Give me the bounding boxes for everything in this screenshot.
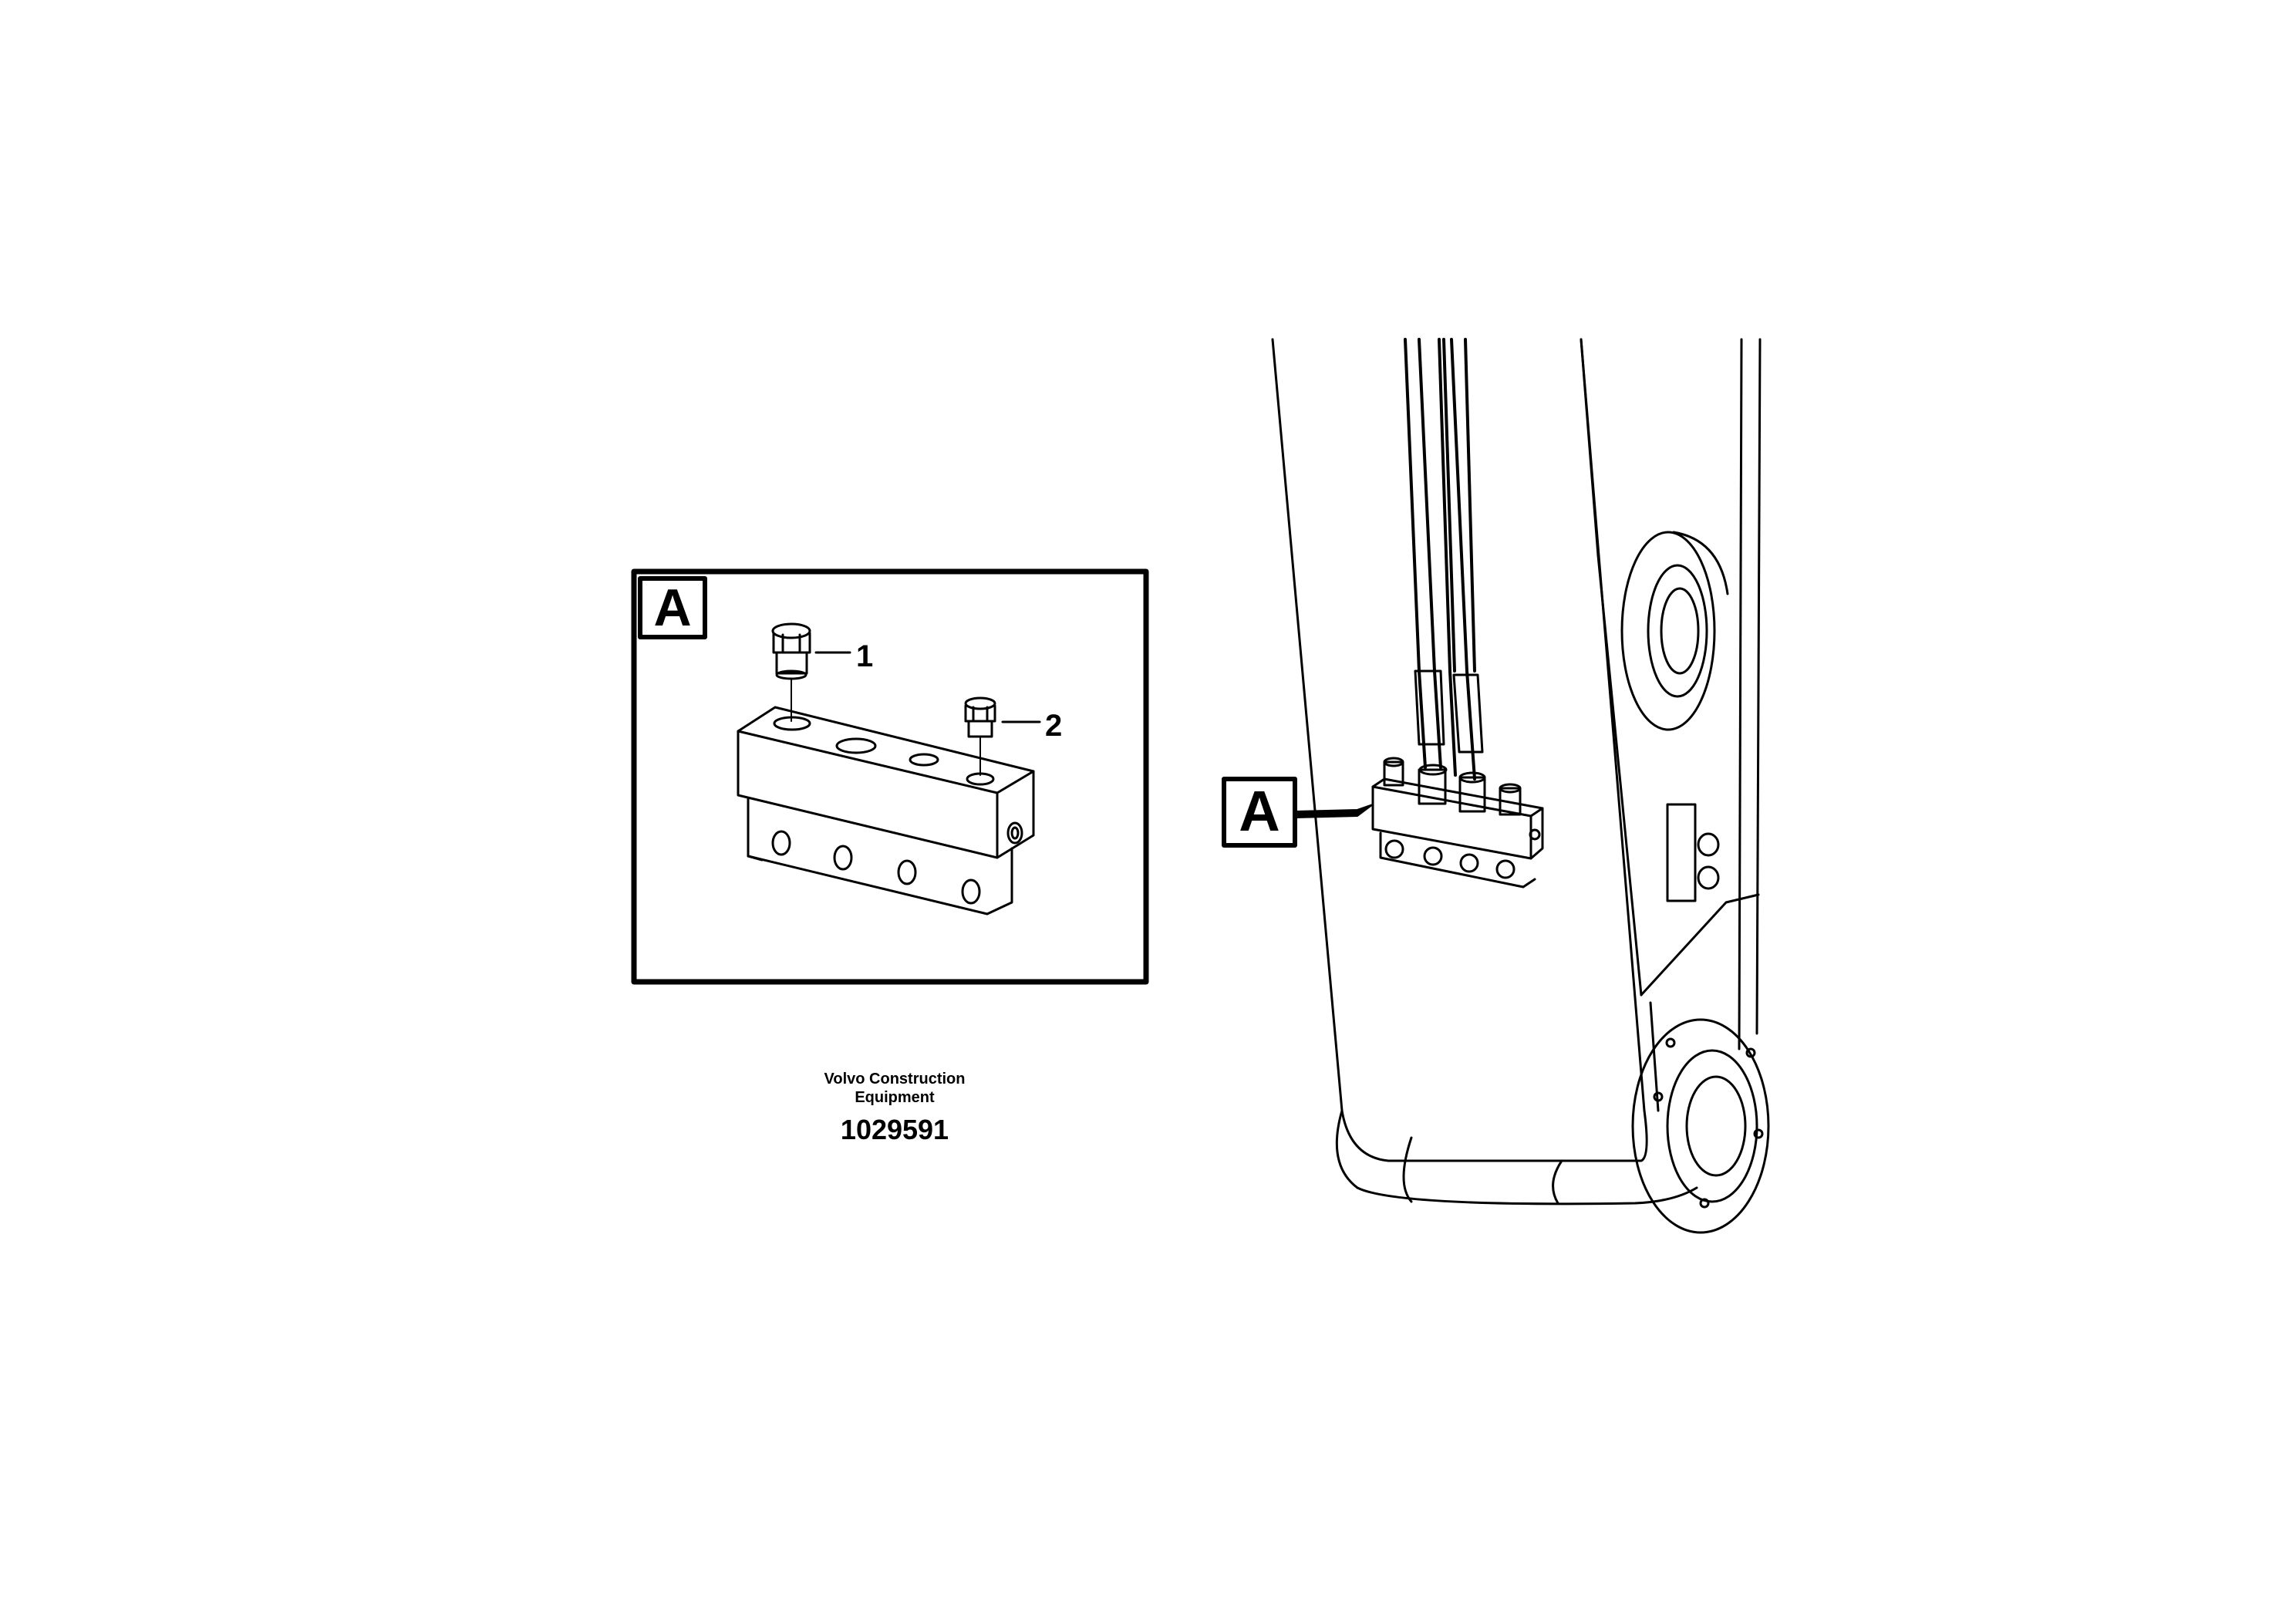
arm-manifold [1371, 777, 1544, 889]
hoses [1404, 338, 1484, 781]
manifold-block [737, 706, 1035, 916]
pointer-arrow [1295, 804, 1374, 818]
callout-number-1: 1 [856, 639, 873, 673]
detail-letter: A [653, 578, 691, 637]
detail-letter-box [638, 576, 707, 639]
callout-number-2: 2 [1045, 709, 1062, 743]
caption: Volvo Construction Equipment 1029591 [824, 1071, 966, 1145]
fittings [1383, 757, 1522, 816]
company-name-line1: Volvo Construction [824, 1071, 966, 1088]
detail-view: A [631, 568, 1149, 985]
figure-number: 1029591 [841, 1114, 949, 1145]
detail-frame [631, 568, 1149, 985]
company-name-line2: Equipment [855, 1089, 935, 1106]
main-view-marker: A [1222, 777, 1374, 848]
plug-1 [771, 622, 811, 722]
main-letter: A [1239, 779, 1279, 843]
plug-2 [964, 696, 996, 776]
arm-assembly [1271, 338, 1770, 1234]
